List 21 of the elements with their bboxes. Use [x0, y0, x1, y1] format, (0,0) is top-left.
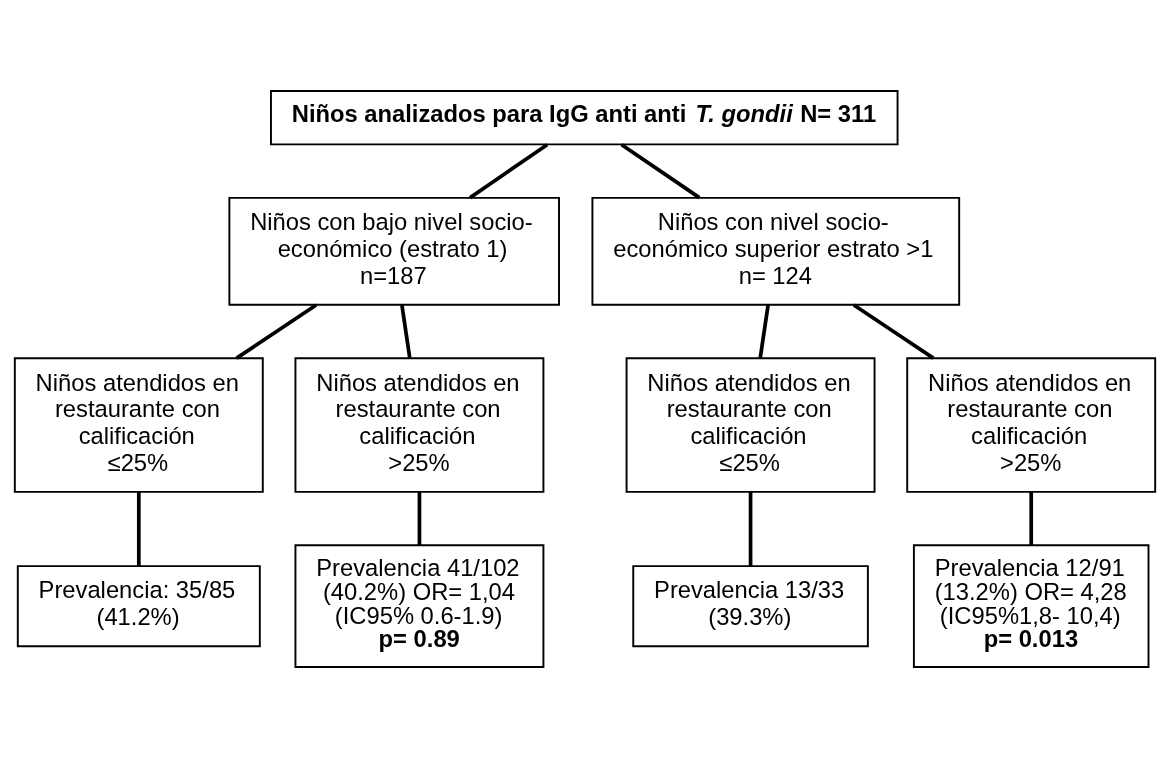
- connector: [235, 302, 318, 360]
- connector: [758, 304, 770, 358]
- node-box: Niños atendidos en restaurante con calificación >25%: [906, 356, 1157, 493]
- node-box: Niños con nivel socio-económico superior estrato >1 n= 124: [591, 196, 961, 306]
- node-box: Prevalencia: 35/85 (41.2%): [16, 564, 261, 647]
- node-box: Niños atendidos en restaurante con calificación >25%: [294, 356, 545, 493]
- node-box: Prevalencia 41/102 (40.2%) OR= 1,04 (IC95% 0.6-1.9) p= 0.89: [294, 543, 545, 668]
- connector: [1029, 491, 1034, 545]
- connector: [400, 304, 412, 358]
- node-box: Niños atendidos en restaurante con calificación ≤25%: [625, 356, 876, 493]
- node-box: Niños analizados para IgG anti anti T. gondii N= 311: [270, 89, 899, 145]
- node-box: Niños atendidos en restaurante con calificación ≤25%: [13, 356, 264, 493]
- connector: [136, 491, 141, 566]
- node-box: Niños con bajo nivel socio-económico (estrato 1) n=187: [228, 196, 560, 306]
- connector: [469, 142, 549, 199]
- connector: [620, 142, 701, 199]
- connector: [748, 491, 753, 566]
- connector: [852, 302, 935, 360]
- connector: [417, 491, 422, 545]
- node-box: Prevalencia 13/33 (39.3%): [632, 564, 869, 647]
- node-box: Prevalencia 12/91 (13.2%) OR= 4,28 (IC95%1,8- 10,4) p= 0.013: [912, 543, 1150, 668]
